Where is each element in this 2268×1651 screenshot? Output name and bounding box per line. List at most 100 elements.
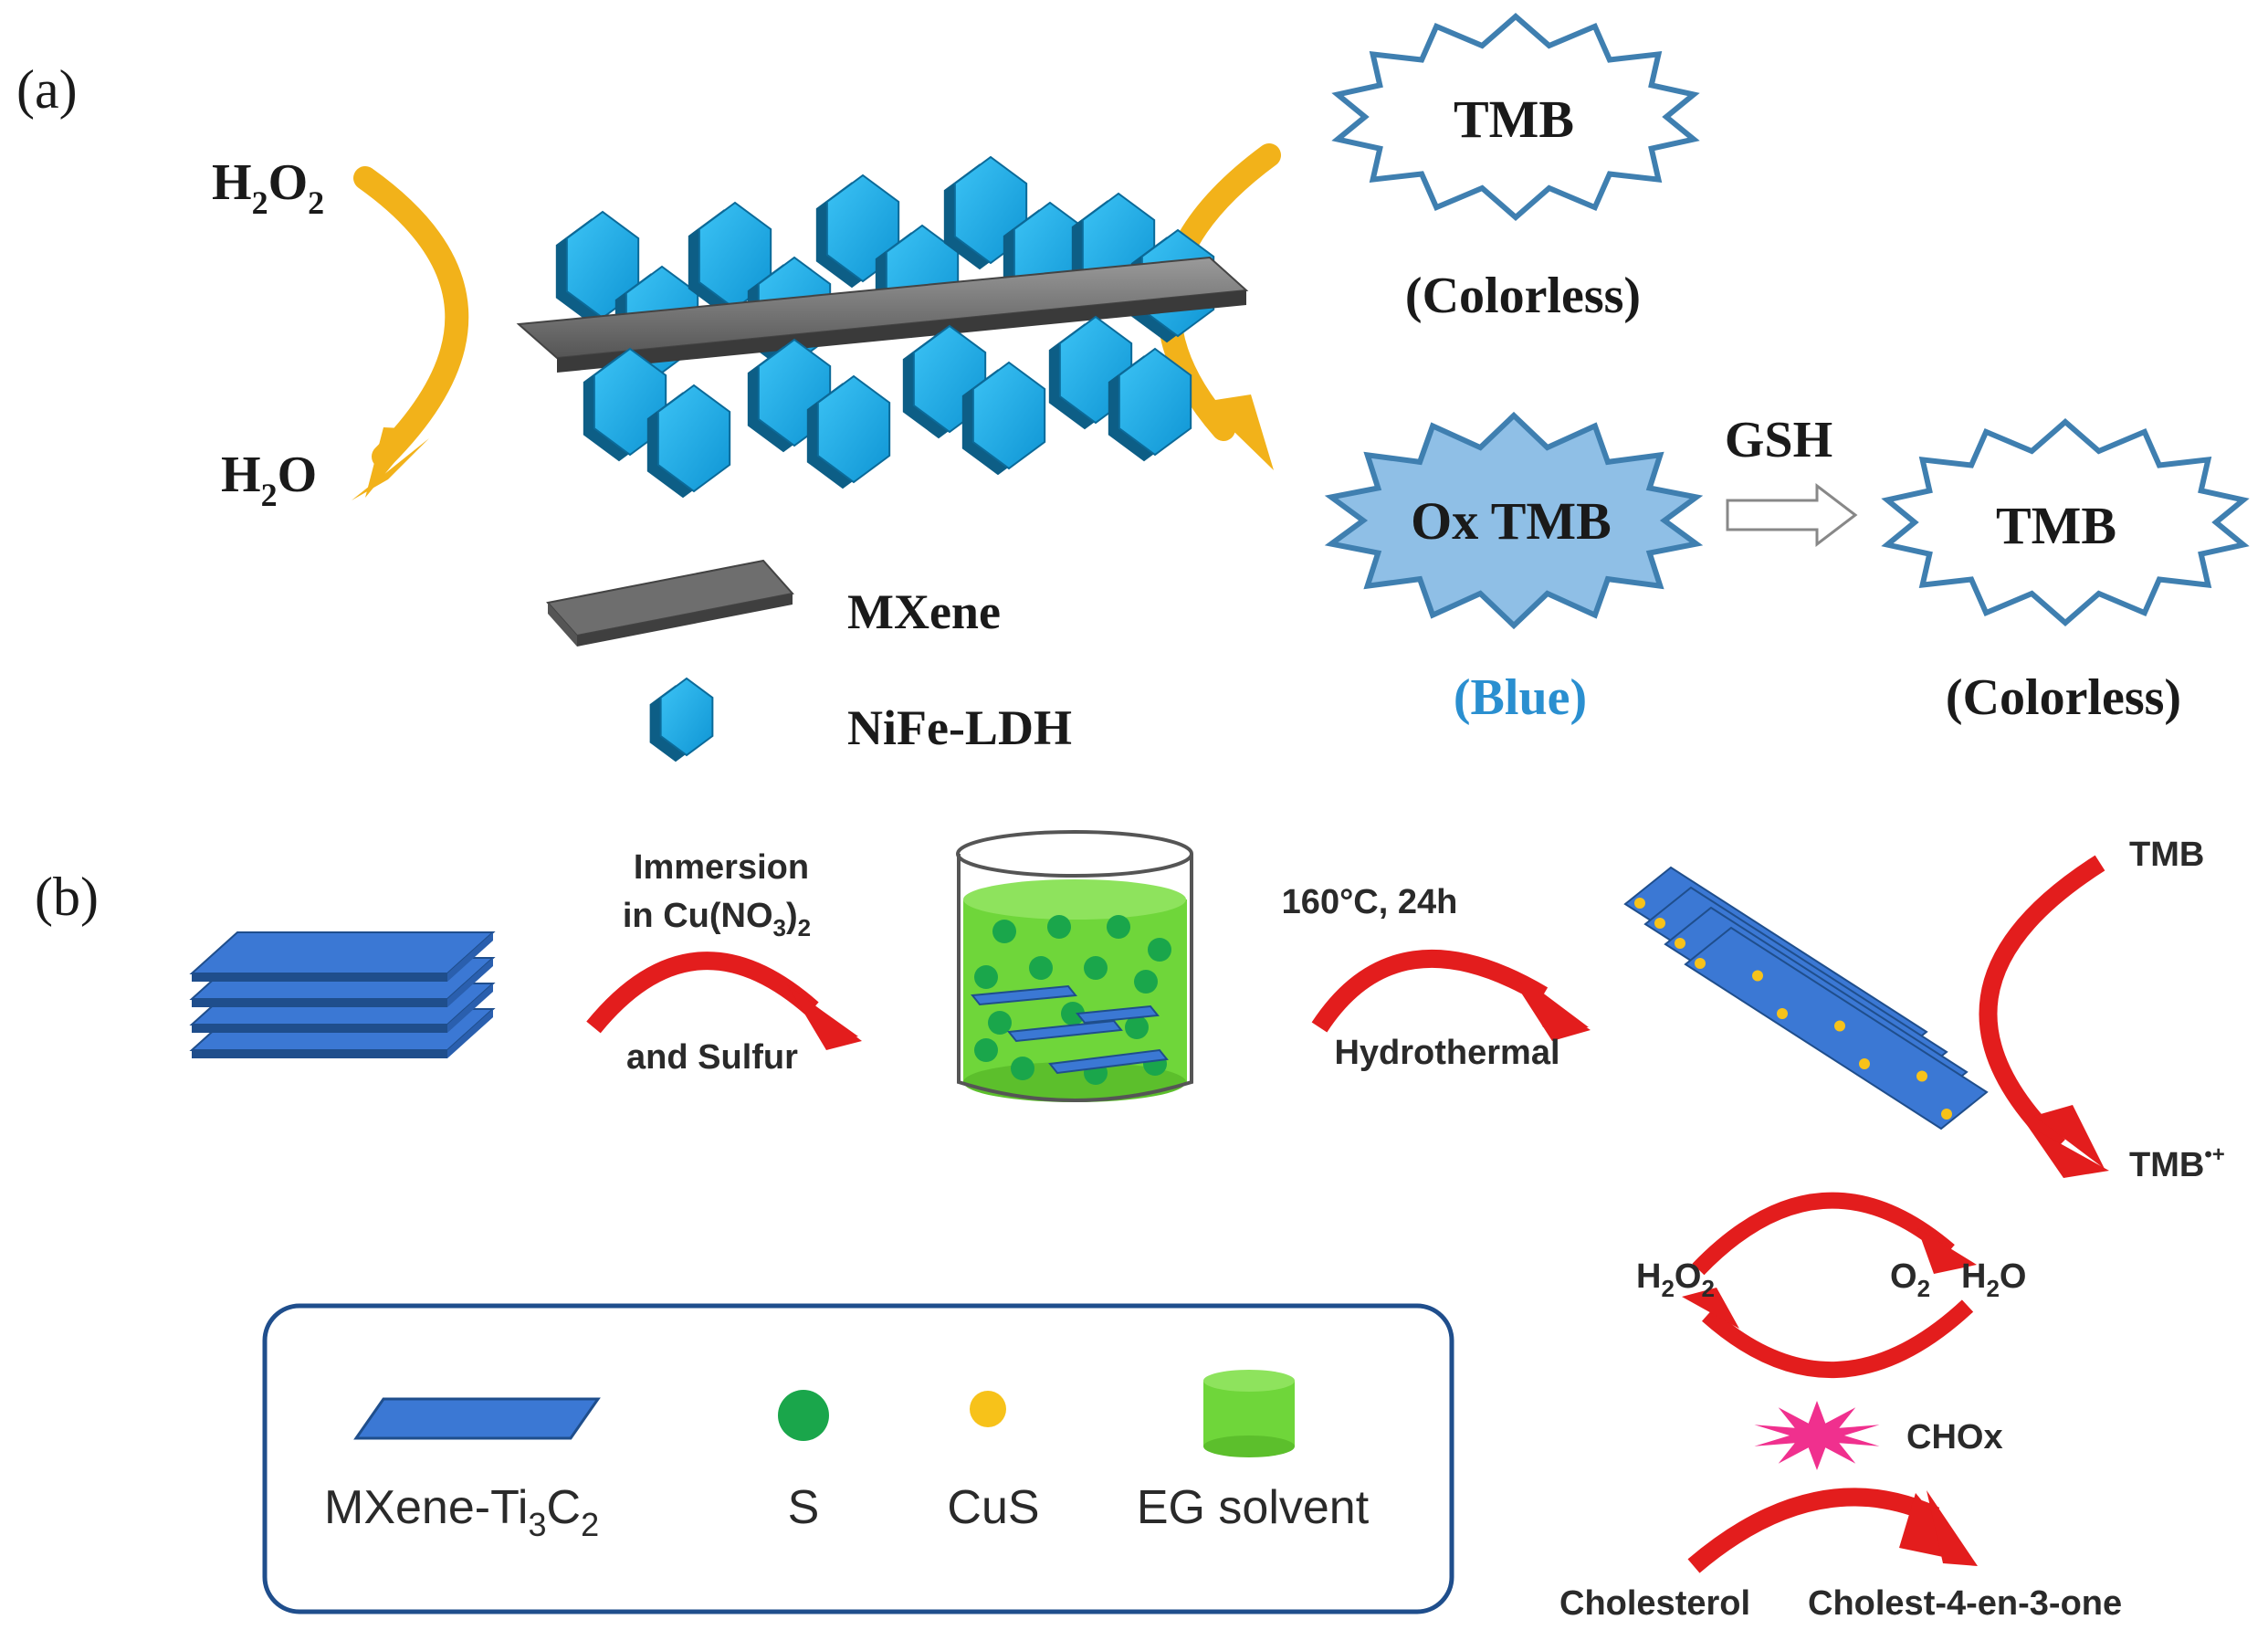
cycle-o2-label: O2 [1890,1257,1930,1302]
legend-mxene-sheet-icon [546,559,794,647]
legend-s-dot [778,1390,829,1441]
cus-dot-2-0 [1675,938,1685,949]
sulfur-dot-9 [1061,1002,1085,1025]
sulfur-dot-4 [974,965,998,989]
beaker-solvent-surface [963,879,1186,920]
tmb-star-right: TMB [1881,418,2250,626]
legend-cus-label: CuS [947,1481,1039,1534]
legend-mxene-ti3c2-label: MXene-Ti3C2 [324,1481,599,1543]
legend-eg-label: EG solvent [1137,1481,1370,1534]
cus-dot-3-3 [1834,1020,1845,1032]
legend-ldh-hexagon-icon [649,677,714,762]
immersion-line2: in Cu(NO3)2 [623,897,811,941]
beaker-sheet-0 [971,984,1077,1006]
legend-box-b [262,1303,1454,1614]
cholestenone-label: Cholest-4-en-3-one [1808,1584,2122,1623]
cus-dot-3-4 [1859,1058,1870,1069]
legend-ldh-label: NiFe-LDH [847,700,1072,755]
cus-dot-0-0 [1634,898,1645,909]
hexagon-lower-7 [1108,347,1192,462]
legend-s-label: S [788,1481,820,1534]
panel-b-label: (b) [35,867,99,927]
sulfur-dot-3 [1148,938,1171,962]
cycle-h2o2-label: H2O2 [1636,1257,1715,1302]
colorless-top-label: (Colorless) [1405,268,1641,324]
left-yellow-arrow [352,166,469,500]
immersion-line1: Immersion [634,848,809,887]
beaker-rim [956,830,1193,878]
sulfur-dot-8 [988,1011,1012,1035]
sulfur-dot-1 [1047,915,1071,939]
plate-side-2 [447,958,493,1007]
plate-side-3 [447,932,493,982]
immersion-red-arrow [586,952,862,1050]
cholesterol-label: Cholesterol [1559,1584,1750,1623]
cholesterol-arrow [1687,1488,1978,1573]
gsh-hollow-arrow [1726,482,1858,548]
tmb-top-label: TMB [1454,89,1574,149]
panel-a-label: (a) [16,59,78,120]
cus-dot-3-5 [1916,1070,1927,1082]
plate-edge-3 [192,973,447,982]
tmb-oxidation-arrow [1979,855,2109,1178]
cus-mxene-product [1623,866,1989,1130]
beaker-glass [957,854,1193,1102]
plate-edge-1 [192,1025,447,1033]
ox-tmb-label: Ox TMB [1411,491,1612,551]
plate-edge-2 [192,999,447,1007]
chox-label: CHOx [1906,1418,2003,1456]
beaker-sheet-2 [1048,1048,1169,1075]
mxene-ldh-composite [516,155,1249,499]
sulfur-dot-10 [1125,1015,1149,1039]
h2o-label-a: H2O [221,447,317,513]
sulfur-dot-11 [1011,1057,1034,1080]
sulfur-dot-2 [1107,915,1130,939]
sulfur-dot-5 [1029,956,1053,980]
hydrothermal-red-arrow [1311,950,1591,1041]
beaker-sheet-1 [1007,1019,1123,1043]
blue-label: (Blue) [1454,669,1587,726]
hexagon-lower-1 [646,384,731,499]
plate-edge-0 [192,1050,447,1058]
legend-hexagon [649,677,714,762]
hexagon-upper-0 [555,210,640,325]
plate-3 [189,931,496,974]
plate-side-0 [447,1009,493,1058]
cus-dot-3-2 [1777,1008,1788,1019]
gsh-label: GSH [1725,412,1832,468]
sulfur-dot-6 [1084,956,1108,980]
and-sulfur-label: and Sulfur [626,1038,798,1077]
ox-tmb-star: Ox TMB [1324,411,1704,630]
hexagon-upper-2 [688,201,772,316]
sulfur-dot-14 [974,1038,998,1062]
sulfur-dot-0 [992,920,1016,943]
peroxide-cycle-arrows [1682,1192,1977,1379]
h2o2-label-a: H2O2 [212,154,324,221]
tmb-right-label: TMB [1996,496,2116,555]
mxene-sheet-edge [557,290,1246,373]
cycle-h2o-label: H2O [1961,1257,2026,1302]
hydrothermal-label: Hydrothermal [1334,1034,1559,1072]
temp-label: 160°C, 24h [1282,883,1458,921]
cus-dot-3-6 [1941,1109,1952,1120]
colorless-right-label: (Colorless) [1946,669,2181,726]
tmb-label-b: TMB [2129,836,2204,874]
cus-dot-3-1 [1752,970,1763,982]
beaker-sheet-3 [1076,1004,1160,1025]
mxene-plate-stack [189,931,496,1058]
cus-dot-3-0 [1695,958,1706,969]
hexagon-lower-3 [806,374,891,489]
chox-burst-icon [1754,1401,1880,1470]
hexagon-lower-5 [961,361,1046,476]
tmb-star-top: TMB [1331,13,1700,221]
plate-side-1 [447,983,493,1033]
sulfur-dot-7 [1134,970,1158,994]
legend-cus-dot [970,1391,1006,1427]
cus-dot-1-0 [1654,918,1665,929]
beaker [956,830,1193,1102]
legend-eg-solvent-icon [1203,1370,1295,1457]
tmb-ox-label: TMB•+ [2129,1142,2225,1184]
legend-mxene-label: MXene [847,584,1001,639]
legend-mxene-ti3c2-icon [353,1397,601,1440]
